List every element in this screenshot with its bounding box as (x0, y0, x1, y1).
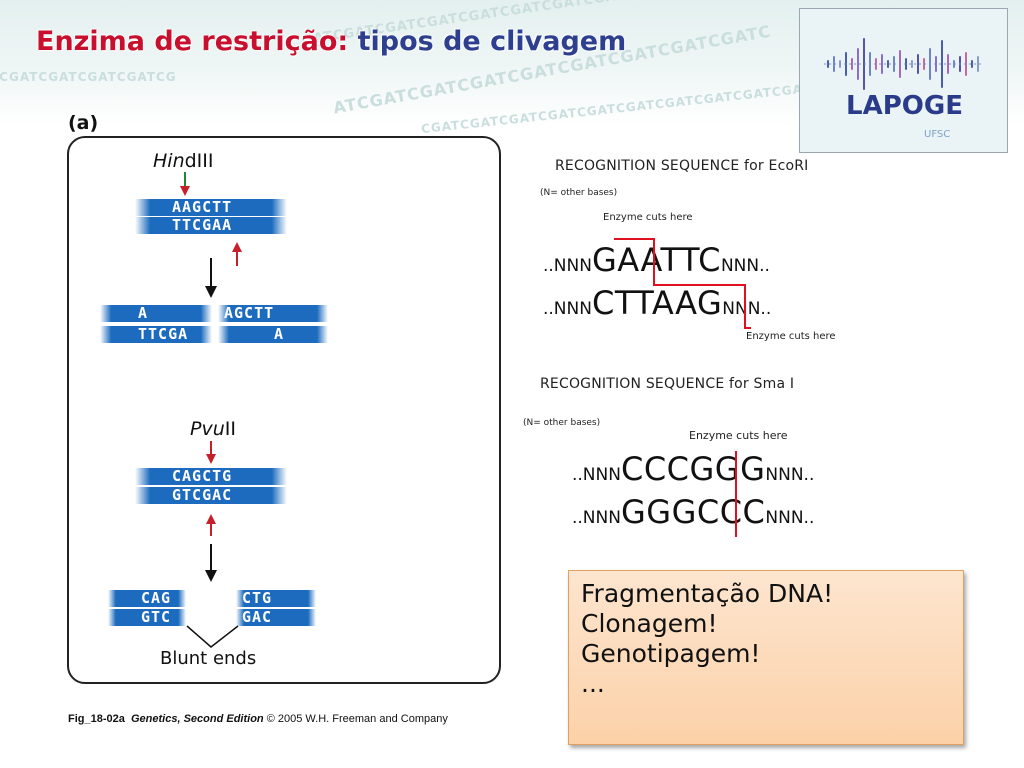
pvuii-label-rest: II (224, 418, 236, 440)
strand-sequence: CAGCTG (172, 467, 233, 485)
smai-note: (N= other bases) (523, 418, 601, 428)
slide-title: Enzima de restrição: tipos de clivagem (36, 26, 626, 57)
logo-bars-graphic (824, 38, 984, 90)
fragment-right-top: CTG (236, 590, 316, 607)
smai-heading: RECOGNITION SEQUENCE for Sma I (540, 376, 795, 392)
fragment-left-bottom: TTCGA (100, 326, 212, 343)
caption-id: Fig_18-02a (68, 713, 125, 725)
blunt-ends-pointer (186, 625, 239, 648)
cut-arrowhead-bottom (206, 514, 216, 524)
fragment-right-top: AGCTT (218, 305, 328, 322)
dna-strand-top: CAGCTG (135, 468, 287, 485)
ecori-bottom-strand: ..NNNCTTAAGNNN.. (543, 287, 771, 319)
fragment-right-bottom: A (218, 326, 328, 343)
figure-frame (67, 136, 501, 684)
strand-sequence: CAG (141, 589, 172, 607)
hindiii-label: HindIII (153, 150, 213, 172)
smai-cut-label: Enzyme cuts here (689, 429, 788, 442)
ecori-note: (N= other bases) (540, 188, 618, 198)
fragment-right-bottom: GAC (236, 609, 316, 626)
ecori-heading: RECOGNITION SEQUENCE for EcoRI (555, 158, 809, 174)
slide-title-part2: tipos de clivagem (357, 26, 627, 57)
seq-suffix: NNN.. (722, 299, 772, 319)
smai-bottom-strand: ..NNNGGGCCCNNN.. (572, 496, 814, 528)
seq-suffix: NNN.. (720, 256, 770, 276)
caption-copyright: © 2005 W.H. Freeman and Company (266, 713, 448, 725)
ecori-cut-label-top: Enzyme cuts here (603, 212, 693, 223)
dna-strand-bottom: TTCGAA (135, 217, 287, 234)
seq-site: CCCGGG (620, 450, 766, 488)
seq-prefix: ..NNN (543, 256, 592, 276)
dna-strand-top: AAGCTT (135, 199, 287, 216)
seq-prefix: ..NNN (572, 465, 621, 485)
seq-prefix: ..NNN (572, 508, 621, 528)
seq-suffix: NNN.. (765, 465, 815, 485)
callout-line: ... (581, 669, 605, 698)
ecori-top-strand: ..NNNGAATTCNNN.. (543, 244, 770, 276)
callout-line: Genotipagem! (581, 639, 761, 668)
fragment-left-top: CAG (108, 590, 186, 607)
lapoge-logo: LAPOGE UFSC (799, 8, 1008, 153)
ecori-cut-label-bottom: Enzyme cuts here (746, 331, 836, 342)
seq-site: CTTAAG (591, 284, 723, 322)
logo-subtitle: UFSC (924, 129, 951, 140)
strand-sequence: GAC (242, 608, 273, 626)
strand-sequence: GTCGAC (172, 486, 233, 504)
panel-label: (a) (68, 112, 99, 134)
fragment-left-bottom: GTC (108, 609, 186, 626)
caption-book: Genetics, Second Edition (131, 713, 264, 725)
logo-name: LAPOGE (846, 91, 963, 121)
strand-sequence: A (274, 325, 285, 343)
callout-line: Clonagem! (581, 609, 718, 638)
strand-sequence: GTC (141, 608, 172, 626)
hindiii-label-italic: Hin (153, 150, 185, 172)
cut-arrowhead-bottom (232, 242, 242, 252)
pvuii-label: PvuII (190, 418, 236, 440)
strand-sequence: TTCGA (138, 325, 189, 343)
cut-arrowhead-top (180, 186, 190, 196)
cut-arrowhead-top (206, 454, 216, 464)
process-arrowhead (205, 286, 217, 298)
fragment-left-top: A (100, 305, 212, 322)
slide-title-part1: Enzima de restrição: (36, 26, 349, 57)
strand-sequence: AGCTT (224, 304, 275, 322)
seq-prefix: ..NNN (543, 299, 592, 319)
blunt-ends-label: Blunt ends (160, 648, 257, 669)
strand-sequence: AAGCTT (172, 198, 233, 216)
hindiii-label-rest: dIII (184, 150, 214, 172)
strand-sequence: CTG (242, 589, 273, 607)
seq-site: GGGCCC (620, 493, 766, 531)
dna-watermark: TCGATCGATCGATCGATCG (0, 70, 177, 84)
callout-line: Fragmentação DNA! (581, 579, 834, 608)
seq-site: GAATTC (591, 241, 721, 279)
strand-sequence: A (138, 304, 149, 322)
pvuii-label-italic: Pvu (190, 418, 225, 440)
process-arrowhead (205, 570, 217, 582)
strand-sequence: TTCGAA (172, 216, 233, 234)
callout-box: Fragmentação DNA! Clonagem! Genotipagem!… (568, 570, 964, 745)
seq-suffix: NNN.. (765, 508, 815, 528)
dna-strand-bottom: GTCGAC (135, 487, 287, 504)
figure-caption: Fig_18-02a Genetics, Second Edition © 20… (68, 713, 448, 725)
smai-top-strand: ..NNNCCCGGGNNN.. (572, 453, 814, 485)
